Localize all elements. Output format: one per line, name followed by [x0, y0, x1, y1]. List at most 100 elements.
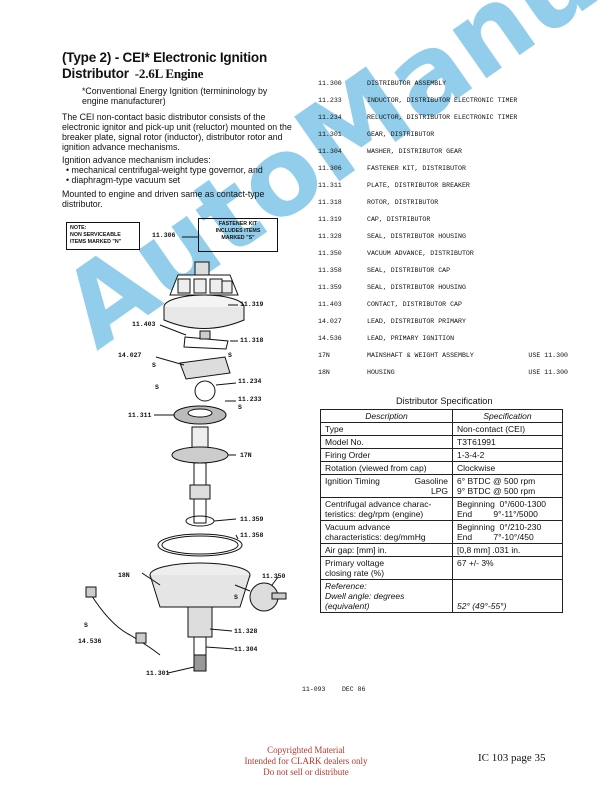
- part-number: 11.318: [318, 199, 342, 206]
- part-description: DISTRIBUTOR ASSEMBLY: [367, 80, 447, 87]
- part-number: 11.234: [318, 114, 342, 121]
- part-description: LEAD, PRIMARY IGNITION: [367, 335, 455, 342]
- spec-value: Beginning 0°/210-230 End 7°-10°/450: [452, 520, 563, 544]
- spec-value: 6° BTDC @ 500 rpm 9° BTDC @ 500 rpm: [452, 474, 563, 498]
- part-number: 11.233: [318, 97, 342, 104]
- table-row: Air gap: [mm] in. [0,8 mm] .031 in.: [320, 543, 563, 557]
- callout-s: S: [234, 594, 238, 601]
- callout-11311: 11.311: [128, 412, 152, 419]
- fastener-kit-box: FASTENER KIT INCLUDES ITEMS MARKED "S": [198, 218, 278, 252]
- advance-item: • mechanical centrifugal-weight type gov…: [66, 165, 263, 175]
- callout-s: S: [84, 622, 88, 629]
- spec-value: Beginning 0°/600-1300 End 9°-11°/5000: [452, 497, 563, 521]
- part-number: 17N: [318, 352, 330, 359]
- exploded-diagram: [85, 236, 287, 674]
- callout-11359: 11.359: [240, 516, 264, 523]
- centrifugal-end: End 9°-11°/5000: [457, 509, 538, 519]
- table-row: Model No. T3T61991: [320, 435, 563, 449]
- callout-11233: 11.233: [238, 396, 262, 403]
- doc-date: DEC 86: [342, 686, 366, 693]
- parts-row: 11.233 INDUCTOR, DISTRIBUTOR ELECTRONIC T…: [318, 97, 568, 109]
- callout-11304: 11.304: [234, 646, 258, 653]
- copyright-line: Copyrighted Material: [267, 745, 345, 755]
- callout-18n: 18N: [118, 572, 130, 579]
- part-use-note: USE 11.300: [528, 352, 568, 359]
- part-number: 14.536: [318, 335, 342, 342]
- part-description: HOUSING: [367, 369, 395, 376]
- parts-row: 17N MAINSHAFT & WEIGHT ASSEMBLY USE 11.300: [318, 352, 568, 364]
- callout-11328: 11.328: [234, 628, 258, 635]
- table-row: Rotation (viewed from cap) Clockwise: [320, 461, 563, 475]
- part-number: 11.403: [318, 301, 342, 308]
- doc-ref: 11-093: [302, 686, 326, 693]
- note-line: NON SERVICEABLE: [70, 232, 121, 238]
- advance-intro: Ignition advance mechanism includes:: [62, 155, 211, 165]
- part-number: 18N: [318, 369, 330, 376]
- vacuum-label: Vacuum advance: [325, 522, 391, 532]
- table-row: Primary voltage closing rate (%) 67 +/- …: [320, 556, 563, 580]
- note-line: ITEMS MARKED "N": [70, 239, 122, 245]
- part-description: FASTENER KIT, DISTRIBUTOR: [367, 165, 466, 172]
- centrifugal-begin: Beginning 0°/600-1300: [457, 499, 546, 509]
- spec-label: Model No.: [320, 435, 453, 449]
- spec-label: Type: [320, 422, 453, 436]
- lpg-timing-value: 9° BTDC @ 500 rpm: [457, 486, 536, 496]
- callout-11350: 11.350: [262, 573, 286, 580]
- part-number: 11.306: [318, 165, 342, 172]
- spec-label: Reference: Dwell angle: degrees (equival…: [320, 579, 453, 613]
- advance-item: • diaphragm-type vacuum set: [66, 175, 181, 185]
- dwell-value: 52° (49°-55°): [452, 579, 563, 613]
- part-description: CAP, DISTRIBUTOR: [367, 216, 431, 223]
- timing-label: Ignition Timing: [325, 476, 380, 486]
- parts-row: 11.300 DISTRIBUTOR ASSEMBLY: [318, 80, 568, 92]
- vacuum-label: characteristics: deg/mmHg: [325, 532, 426, 542]
- part-number: 11.328: [318, 233, 342, 240]
- callout-17n: 17N: [240, 452, 252, 459]
- part-description: CONTACT, DISTRIBUTOR CAP: [367, 301, 462, 308]
- vacuum-begin: Beginning 0°/210-230: [457, 522, 542, 532]
- note-box: NOTE: NON SERVICEABLE ITEMS MARKED "N": [66, 222, 140, 250]
- parts-row: 14.536 LEAD, PRIMARY IGNITION: [318, 335, 568, 347]
- table-row: Type Non-contact (CEI): [320, 422, 563, 436]
- fastener-line: FASTENER KIT: [218, 221, 258, 227]
- part-description: INDUCTOR, DISTRIBUTOR ELECTRONIC TIMER: [367, 97, 518, 104]
- spec-title: Distributor Specification: [396, 396, 493, 406]
- part-number: 11.300: [318, 80, 342, 87]
- copyright-line: Intended for CLARK dealers only: [244, 756, 368, 766]
- intro-paragraph: The CEI non-contact basic distributor co…: [62, 112, 292, 152]
- callout-11234: 11.234: [238, 378, 262, 385]
- callout-11318: 11.318: [240, 337, 264, 344]
- copyright-line: Do not sell or distribute: [263, 767, 349, 777]
- callout-14536: 14.536: [78, 638, 102, 645]
- primary-label: closing rate (%): [325, 568, 385, 578]
- part-description: MAINSHAFT & WEIGHT ASSEMBLY: [367, 352, 474, 359]
- reference-label: Reference:: [325, 581, 367, 591]
- part-description: PLATE, DISTRIBUTOR BREAKER: [367, 182, 470, 189]
- spec-value: [0,8 mm] .031 in.: [452, 543, 563, 557]
- table-row: Reference: Dwell angle: degrees (equival…: [320, 579, 563, 613]
- page-title: (Type 2) - CEI* Electronic Ignition Dist…: [62, 50, 267, 82]
- gasoline-label: Gasoline: [414, 476, 448, 486]
- callout-s: S: [152, 362, 156, 369]
- copyright-notice: Copyrighted Material Intended for CLARK …: [220, 745, 392, 778]
- dwell-label: Dwell angle: degrees (equivalent): [325, 591, 405, 611]
- spec-label: Air gap: [mm] in.: [320, 543, 453, 557]
- part-description: VACUUM ADVANCE, DISTRIBUTOR: [367, 250, 474, 257]
- spec-value: 1-3-4-2: [452, 448, 563, 462]
- mounted-text: Mounted to engine and driven same as con…: [62, 189, 265, 209]
- callout-11301: 11.301: [146, 670, 170, 677]
- spec-table: Description Specification Type Non-conta…: [320, 409, 563, 613]
- title-line1: (Type 2) - CEI* Electronic Ignition: [62, 50, 268, 65]
